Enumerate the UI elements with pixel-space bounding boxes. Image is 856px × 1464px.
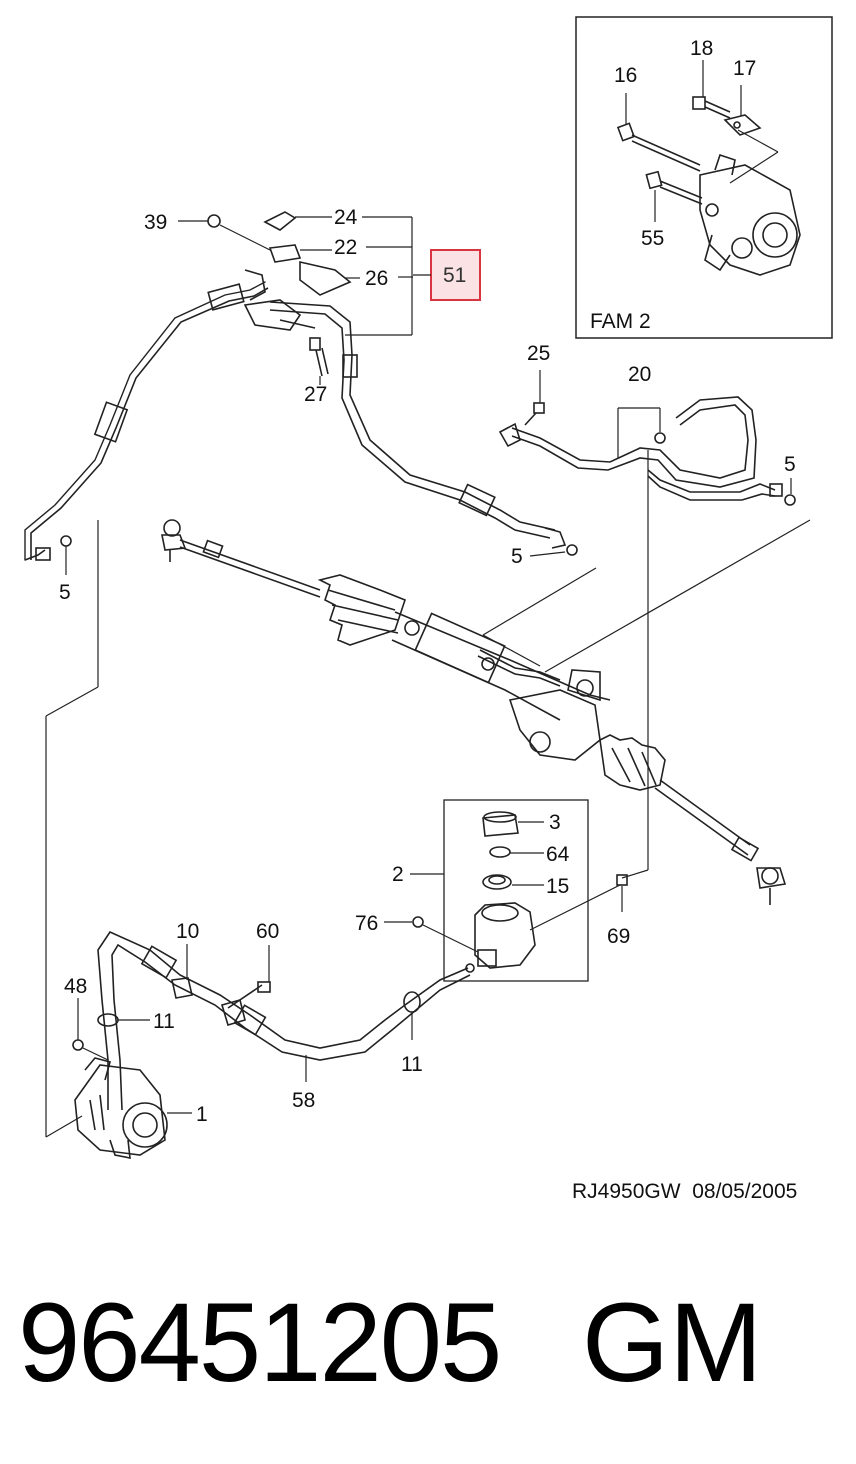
pressure-hose-left — [24, 269, 269, 561]
callout-2: 2 — [392, 863, 404, 886]
bolt-16: 16 — [614, 64, 701, 172]
power-steering-exploded-diagram: FAM 2 16 18 — [24, 16, 833, 1159]
callout-76: 76 — [355, 912, 378, 935]
callout-39: 39 — [144, 211, 167, 234]
suction-hose — [97, 930, 471, 1111]
bolt-60 — [220, 945, 271, 1026]
o-ring-5-center — [529, 551, 566, 557]
callout-58: 58 — [292, 1089, 315, 1112]
part-number: 96451205 — [18, 1280, 502, 1405]
callout-5-right: 5 — [784, 453, 796, 476]
bolt-18: 18 — [690, 37, 731, 119]
callout-26: 26 — [365, 267, 388, 290]
bolt-27 — [309, 337, 329, 385]
callout-20: 20 — [628, 363, 651, 386]
nut-69 — [616, 874, 628, 912]
steering-rack — [161, 519, 811, 905]
svg-text:18: 18 — [690, 37, 713, 60]
diagram-code: RJ4950GW — [572, 1180, 681, 1203]
pressure-hose-center — [269, 301, 578, 556]
inset-pump-drawing — [699, 153, 801, 276]
callout-3: 3 — [549, 811, 561, 834]
callout-25: 25 — [527, 342, 550, 365]
callout-5-left: 5 — [59, 581, 71, 604]
hose-bracket-assembly — [178, 211, 360, 331]
brand-name: GM — [582, 1280, 763, 1405]
inset-label: FAM 2 — [590, 310, 651, 333]
diagram-date: 08/05/2005 — [692, 1180, 798, 1203]
bracket-17: 17 — [723, 57, 779, 184]
callout-24: 24 — [334, 206, 358, 229]
bolt-55: 55 — [641, 170, 703, 250]
svg-text:17: 17 — [733, 57, 756, 80]
callout-11-left: 11 — [153, 1010, 175, 1033]
return-line-right — [498, 396, 796, 506]
reservoir-group — [410, 799, 621, 982]
bracket-10 — [171, 944, 193, 999]
callout-48: 48 — [64, 975, 87, 998]
callout-group-24-22-26 — [345, 216, 413, 336]
bolt-25 — [524, 370, 545, 426]
svg-text:51: 51 — [443, 264, 466, 287]
callout-1: 1 — [196, 1103, 208, 1126]
fam2-inset: FAM 2 16 18 — [575, 16, 833, 339]
callout-27: 27 — [304, 383, 327, 406]
callout-10: 10 — [176, 920, 199, 943]
power-steering-pump — [72, 998, 192, 1159]
diagram-caption: RJ4950GW 08/05/2005 — [572, 1180, 797, 1204]
callout-64: 64 — [546, 843, 570, 866]
callout-60: 60 — [256, 920, 279, 943]
o-ring-5-left — [60, 535, 72, 575]
callout-51-highlight[interactable]: 51 — [413, 249, 481, 301]
callout-69: 69 — [607, 925, 630, 948]
callout-5-center: 5 — [511, 545, 523, 568]
callout-22: 22 — [334, 236, 357, 259]
svg-text:55: 55 — [641, 227, 664, 250]
callout-15: 15 — [546, 875, 569, 898]
svg-text:16: 16 — [614, 64, 637, 87]
callout-11-right: 11 — [401, 1053, 423, 1076]
nut-76 — [384, 916, 479, 953]
callout-labels: 39 24 22 26 27 25 20 5 5 5 3 64 15 2 76 … — [59, 206, 796, 1126]
